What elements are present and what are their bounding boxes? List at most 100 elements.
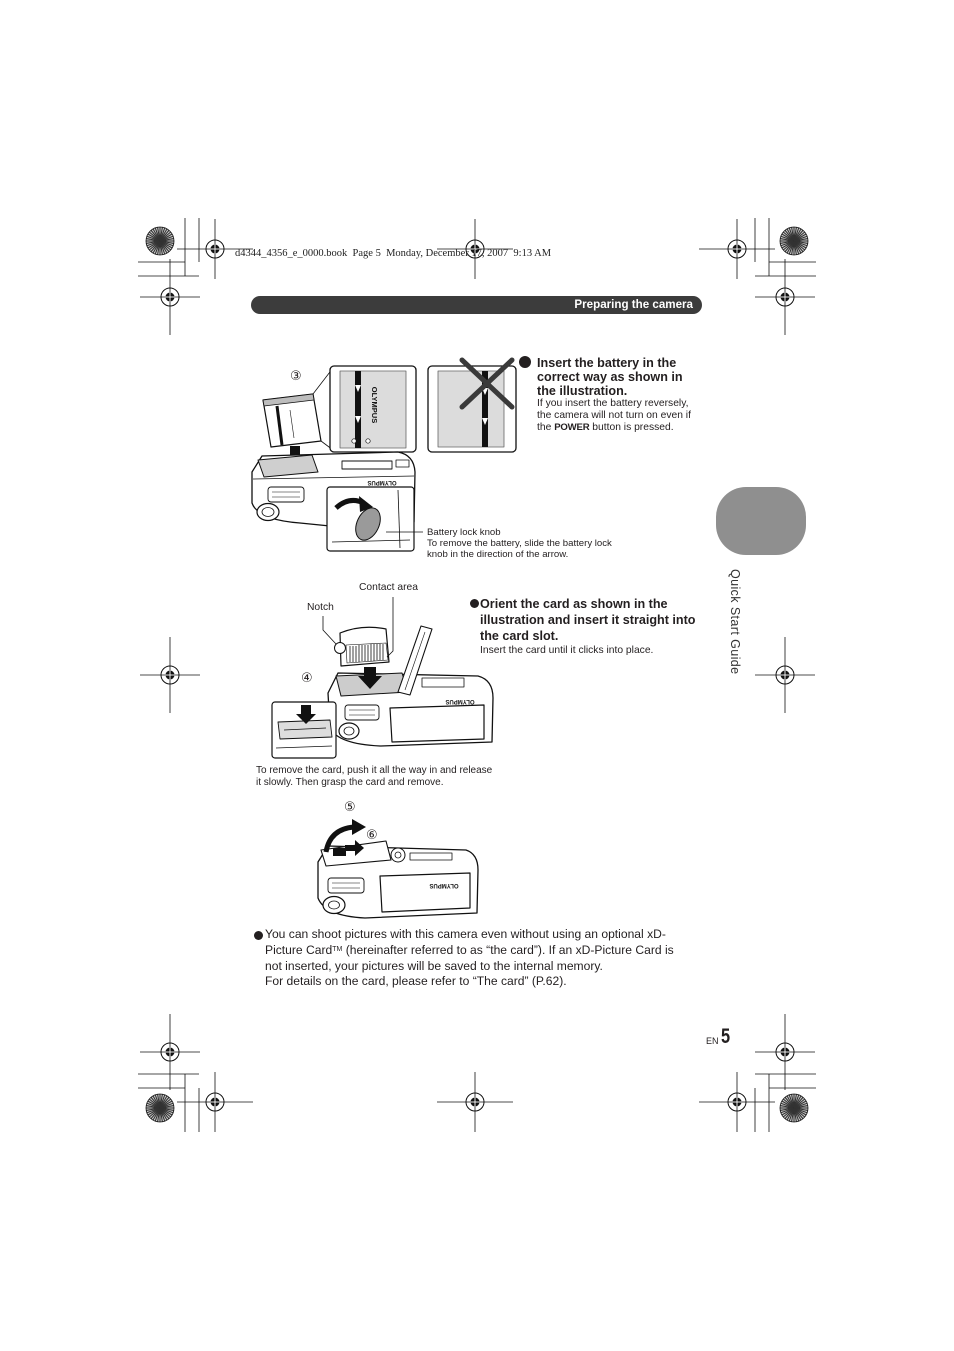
- battery-insertion-illustration: OLYMPUS OLYMPUS: [251, 357, 517, 552]
- callout-line: [320, 440, 334, 451]
- cross-mark: [459, 357, 515, 410]
- card-note: Insert the card until it clicks into pla…: [480, 645, 654, 656]
- step-5-marker: ⑤: [344, 800, 356, 815]
- star-target-ray: [793, 1107, 806, 1118]
- registration-mark-ring: [775, 287, 795, 307]
- star-target-ray: [784, 1096, 795, 1109]
- star-target-ray: [159, 240, 173, 249]
- star-target-ray: [793, 240, 808, 244]
- registration-mark-center: [732, 244, 742, 254]
- star-target-ray: [159, 1107, 174, 1114]
- star-target-ray: [791, 1107, 795, 1122]
- star-target-ray: [793, 240, 802, 254]
- star-target-ray: [784, 1107, 795, 1120]
- star-target-ray: [146, 240, 161, 244]
- star-target-ray: [788, 1107, 795, 1122]
- star-target-ray: [793, 1107, 807, 1116]
- star-target-disc: [780, 1094, 808, 1122]
- star-target-ray: [791, 1094, 795, 1109]
- star-target-ray: [159, 231, 172, 242]
- star-target-ring: [145, 1093, 175, 1123]
- star-target-ray: [159, 240, 174, 244]
- star-target-ray: [782, 231, 795, 242]
- star-target-ray: [780, 1105, 795, 1109]
- star-target-ray: [157, 227, 161, 242]
- star-target-ray: [159, 1105, 174, 1109]
- star-target-ray: [147, 1100, 161, 1109]
- contact-area-leader: [386, 597, 394, 658]
- open-cover-arrow: [323, 824, 355, 853]
- star-target-disc: [146, 227, 174, 255]
- battery-brand-label: OLYMPUS: [370, 387, 379, 423]
- bullet-icon: [254, 931, 263, 940]
- star-target-ray: [148, 231, 161, 242]
- star-target-ray: [793, 1094, 800, 1109]
- star-target-ray: [786, 240, 795, 254]
- registration-mark-ring: [160, 665, 180, 685]
- notch-leader: [322, 616, 337, 645]
- star-target-ray: [148, 240, 161, 251]
- star-target-ray: [159, 240, 172, 251]
- star-target-ray: [159, 1096, 170, 1109]
- note-line: the POWER button is pressed.: [537, 422, 691, 434]
- star-target-ray: [152, 1095, 161, 1109]
- star-target-ray: [793, 1105, 808, 1109]
- side-tab-label: Quick Start Guide: [728, 569, 742, 675]
- star-target-ray: [780, 1107, 795, 1114]
- star-target-ray: [148, 1107, 161, 1118]
- battery-instruction: Insert the battery in the correct way as…: [537, 356, 683, 398]
- registration-mark-ring: [775, 665, 795, 685]
- star-target-ray: [159, 1107, 170, 1120]
- star-target-ray: [793, 1107, 802, 1121]
- note-line: If you insert the battery reversely,: [537, 398, 689, 409]
- paragraph-text: (hereinafter referred to as “the card”).…: [342, 942, 674, 957]
- star-target-ray: [146, 1105, 161, 1109]
- star-target-ray: [159, 1100, 173, 1109]
- paragraph-line: Picture CardTM (hereinafter referred to …: [265, 943, 674, 959]
- card-slot-cover: [397, 625, 433, 696]
- star-target-ray: [157, 1094, 161, 1109]
- star-target-ray: [793, 1107, 800, 1122]
- star-target-ray: [159, 1094, 166, 1109]
- star-target-ray: [159, 1094, 163, 1109]
- battery-drawing: [262, 393, 322, 448]
- instruction-line: the card slot.: [480, 629, 559, 643]
- callout-line-text: To remove the battery, slide the battery…: [427, 538, 612, 549]
- star-target-ray: [150, 1107, 161, 1120]
- battery-lock-knob-callout: Battery lock knob To remove the battery,…: [427, 527, 612, 560]
- star-target-ray: [157, 240, 161, 255]
- star-target-ring: [145, 226, 175, 256]
- star-target-ray: [159, 227, 166, 242]
- star-target-ray: [781, 1107, 795, 1116]
- star-target-ray: [152, 1107, 161, 1121]
- camera-brand-label: OLYMPUS: [367, 479, 396, 485]
- star-target-ray: [146, 1107, 161, 1111]
- registration-mark-center: [210, 1097, 220, 1107]
- star-target-ray: [159, 228, 168, 242]
- camera-body-2: OLYMPUS: [327, 672, 494, 747]
- registration-mark-ring: [160, 1042, 180, 1062]
- note-line: the camera will not turn on even if: [537, 410, 691, 421]
- registration-mark-ring: [727, 1092, 747, 1112]
- star-target-ray: [793, 1100, 807, 1109]
- star-target-disc: [780, 227, 808, 255]
- registration-mark-center: [210, 244, 220, 254]
- star-target-ray: [793, 231, 806, 242]
- star-target-ray: [791, 227, 795, 242]
- cross-mark: [459, 357, 515, 410]
- star-target-ray: [780, 238, 795, 242]
- star-target-ray: [154, 1107, 161, 1122]
- star-target-ray: [154, 1094, 161, 1109]
- registration-mark-ring: [205, 239, 225, 259]
- camera-body-1: OLYMPUS: [251, 451, 416, 527]
- star-target-ray: [154, 227, 161, 242]
- contact-area-label: Contact area: [359, 582, 418, 593]
- star-target-ray: [159, 1107, 168, 1121]
- star-target-ray: [793, 1107, 797, 1122]
- star-target-ray: [793, 1094, 797, 1109]
- star-target-ray: [793, 229, 804, 242]
- star-target-ray: [793, 240, 797, 255]
- star-target-ray: [159, 1098, 172, 1109]
- battery-cover: [320, 840, 392, 867]
- battery-lock-knob-inset: [326, 486, 415, 552]
